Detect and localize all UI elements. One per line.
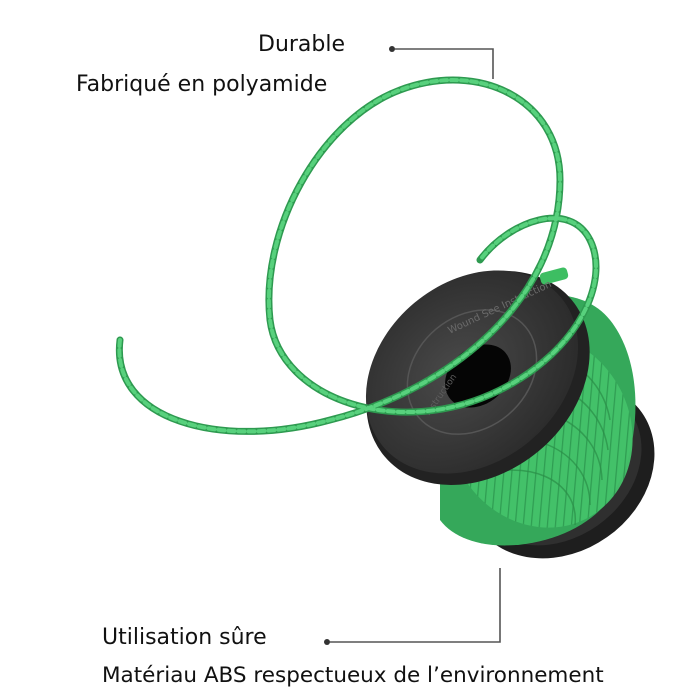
- safe-use-title: Utilisation sûre: [102, 625, 267, 650]
- polyamide-subtitle: Fabriqué en polyamide: [76, 72, 328, 97]
- bottom-callout-leader: [324, 568, 501, 645]
- abs-material-subtitle: Matériau ABS respectueux de l’environnem…: [102, 663, 604, 688]
- durable-title: Durable: [258, 32, 346, 57]
- top-callout-leader: [389, 46, 494, 79]
- loose-trimmer-line: [115, 76, 600, 435]
